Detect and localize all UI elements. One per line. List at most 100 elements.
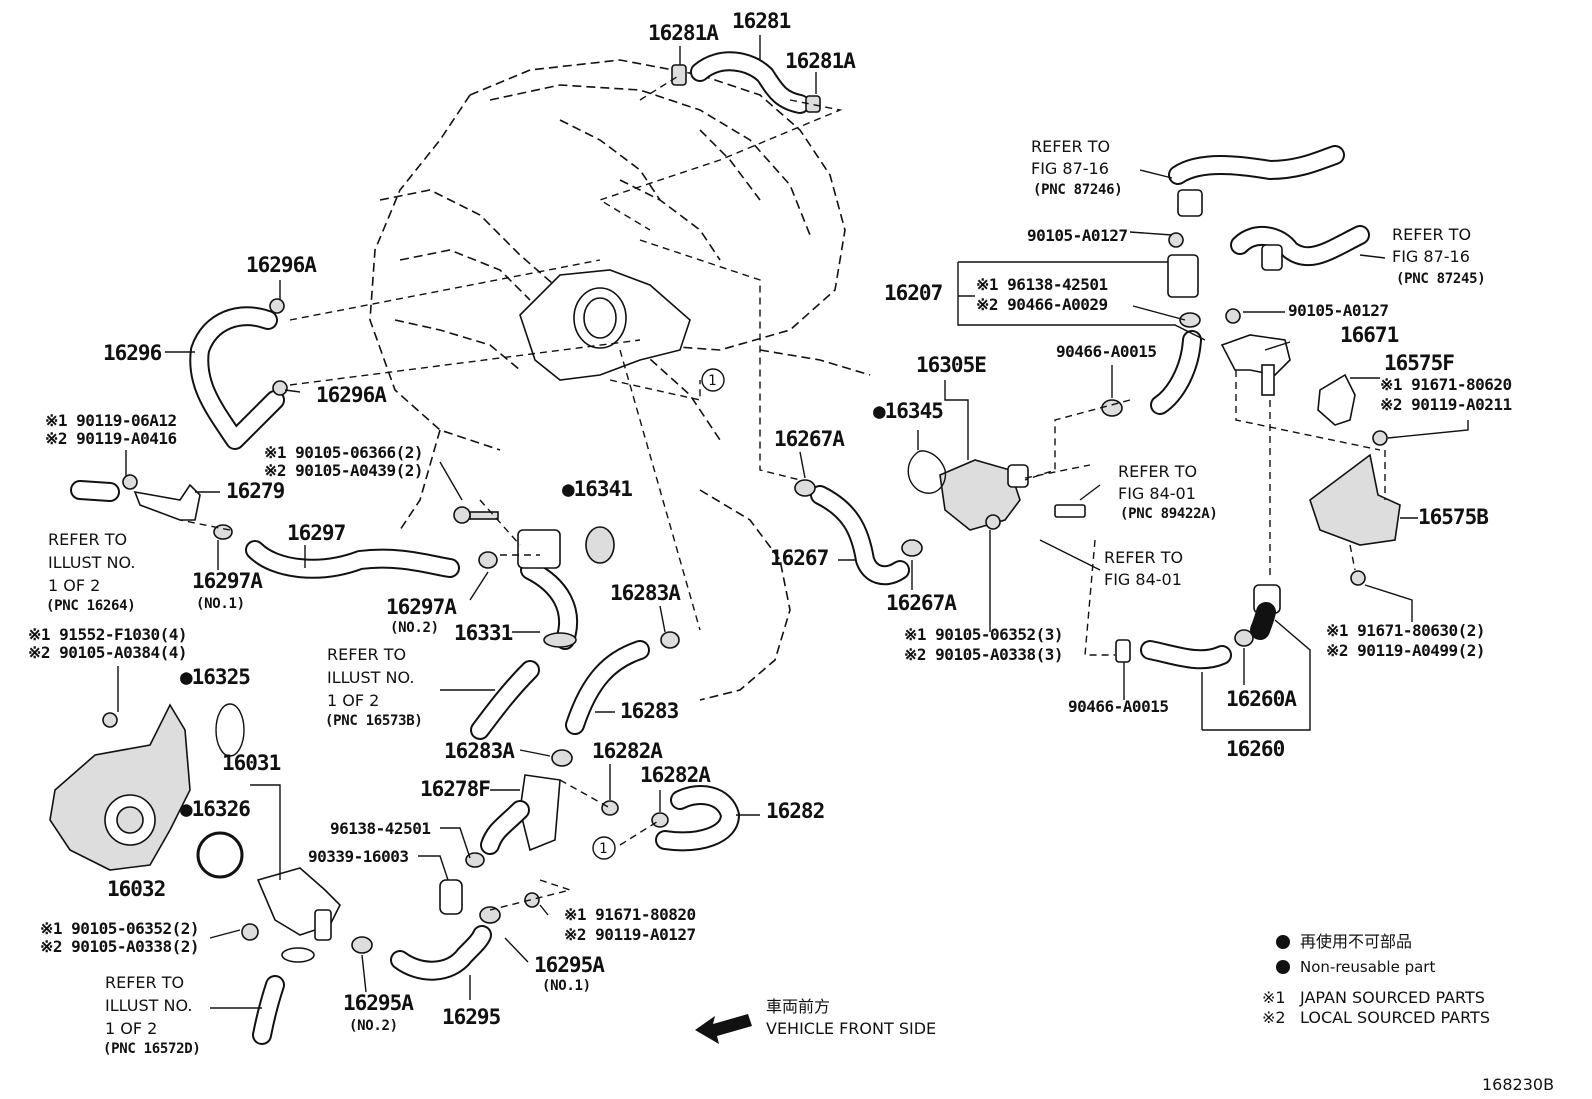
- part-label-16331: 16331: [454, 621, 513, 645]
- legend-mark1: ※1: [1262, 988, 1286, 1007]
- bracket-16278F: [480, 749, 573, 855]
- part-label-r1_9010506352b: ※1 90105-06352(2): [40, 919, 199, 938]
- bracket-16575F: [1317, 373, 1388, 446]
- part-label-16279: 16279: [226, 479, 285, 503]
- part-label-refer87b2: FIG 87-16: [1392, 247, 1470, 266]
- part-label-16207: 16207: [884, 281, 943, 305]
- part-label-16296a_a: 16296A: [246, 253, 317, 277]
- circle-ref-1-top: 1: [701, 368, 725, 392]
- part-label-16326: ●16326: [180, 797, 250, 821]
- legend-mark1-text: JAPAN SOURCED PARTS: [1299, 988, 1485, 1007]
- part-label-r2_90119_a0499: ※2 90119-A0499(2): [1326, 641, 1485, 660]
- part-label-16267a_a: 16267A: [774, 427, 845, 451]
- hose-16281: [671, 51, 821, 114]
- part-label-r2_90105a0338b: ※2 90105-A0338(2): [40, 937, 199, 956]
- part-label-refer84b2: FIG 84-01: [1104, 570, 1182, 589]
- part-label-96138_l: 96138-42501: [330, 819, 430, 838]
- water-outlet-16305E: [907, 450, 1086, 531]
- engine-outline: [369, 59, 871, 701]
- part-label-90105a0127a: 90105-A0127: [1027, 226, 1127, 245]
- part-label-16283a_b: 16283A: [444, 739, 515, 763]
- hose-16295: [351, 892, 540, 981]
- part-label-r2_90105a0384: ※2 90105-A0384(4): [28, 643, 187, 662]
- part-label-16032: 16032: [107, 877, 165, 901]
- hose-16296: [189, 298, 288, 450]
- vehicle-front-arrow: 車両前方 VEHICLE FRONT SIDE: [695, 997, 936, 1044]
- figure-id: 168230B: [1482, 1075, 1554, 1094]
- nonreuse-dot-icon: [1276, 935, 1290, 949]
- part-label-16295a_2: 16295A: [343, 991, 414, 1015]
- part-label-16325: ●16325: [180, 665, 250, 689]
- part-label-r1_9010506352: ※1 90105-06352(3): [904, 625, 1063, 644]
- hose-87246: [1168, 145, 1345, 248]
- part-label-16671: 16671: [1340, 323, 1399, 347]
- part-label-r1_91: ※1 90119-06A12: [45, 411, 177, 430]
- part-label-refill6: ILLUST NO.: [327, 668, 414, 687]
- part-label-16296: 16296: [103, 341, 162, 365]
- part-label-refer84a2: FIG 84-01: [1118, 484, 1196, 503]
- part-label-r1_91671_80820: ※1 91671-80820: [564, 905, 696, 924]
- part-label-refer87b1: REFER TO: [1392, 225, 1471, 244]
- part-label-90466a0015b: 90466-A0015: [1068, 697, 1168, 716]
- gaskets: [196, 703, 245, 879]
- part-label-no1b: (NO.1): [542, 978, 591, 994]
- part-label-r2_90119_a0127: ※2 90119-A0127: [564, 925, 696, 944]
- front-label-ja: 車両前方: [766, 997, 830, 1016]
- part-label-16283: 16283: [620, 699, 679, 723]
- part-label-16260: 16260: [1226, 737, 1285, 761]
- part-label-refer87b3: (PNC 87245): [1396, 271, 1485, 287]
- part-label-16031: 16031: [222, 751, 281, 775]
- part-label-90466a0015a: 90466-A0015: [1056, 342, 1156, 361]
- part-label-r1_91671_80630: ※1 91671-80630(2): [1326, 621, 1485, 640]
- part-label-16281a_b: 16281A: [785, 49, 856, 73]
- hose-16207: [1101, 254, 1202, 417]
- circle-ref-1-bottom: 1: [592, 836, 616, 860]
- part-90339: [439, 852, 485, 915]
- part-label-refill10: ILLUST NO.: [105, 996, 192, 1015]
- part-label-16295a_1: 16295A: [534, 953, 605, 977]
- part-label-refill1: REFER TO: [48, 530, 127, 549]
- part-label-r1_91552: ※1 91552-F1030(4): [28, 625, 187, 644]
- bracket-16279: [70, 474, 233, 540]
- part-label-16297a_1: 16297A: [192, 569, 263, 593]
- bracket-16575B: [1309, 453, 1401, 586]
- part-label-refer84a3: (PNC 89422A): [1120, 506, 1218, 522]
- part-label-16575b: 16575B: [1418, 505, 1488, 529]
- part-label-16282a_a: 16282A: [592, 739, 663, 763]
- circle-ref-text: 1: [599, 841, 607, 857]
- sensor-16671: [1220, 308, 1291, 396]
- leader-lines: [117, 35, 1469, 1009]
- part-label-r2_90105a0439: ※2 90105-A0439(2): [264, 461, 423, 480]
- legend-mark2-text: LOCAL SOURCED PARTS: [1300, 1008, 1490, 1027]
- part-label-16267a_b: 16267A: [886, 591, 957, 615]
- part-label-refill5: REFER TO: [327, 645, 406, 664]
- part-label-16295: 16295: [442, 1005, 501, 1029]
- part-label-16282a_b: 16282A: [640, 763, 711, 787]
- hose-87245: [1230, 225, 1370, 271]
- part-label-refill9: REFER TO: [105, 973, 184, 992]
- part-label-r2_90119_a0211: ※2 90119-A0211: [1380, 395, 1512, 414]
- part-label-refer84a1: REFER TO: [1118, 462, 1197, 481]
- part-label-16278f: 16278F: [420, 777, 490, 801]
- hose-16282: [601, 785, 740, 852]
- part-label-16283a_a: 16283A: [610, 581, 681, 605]
- part-label-16267: 16267: [770, 546, 829, 570]
- part-label-r1_9010506366: ※1 90105-06366(2): [264, 443, 423, 462]
- part-label-90105a0127b: 90105-A0127: [1288, 301, 1388, 320]
- front-arrow-icon: [695, 1014, 752, 1044]
- part-label-no1a: (NO.1): [196, 596, 245, 612]
- part-label-16281a_a: 16281A: [648, 21, 719, 45]
- part-label-r2_90105a0338: ※2 90105-A0338(3): [904, 645, 1063, 664]
- part-label-refill8: (PNC 16573B): [325, 713, 423, 729]
- part-label-16305e: 16305E: [916, 353, 986, 377]
- circle-ref-text: 1: [708, 373, 716, 389]
- part-label-no2a: (NO.2): [390, 620, 439, 636]
- hose-16267: [794, 479, 923, 586]
- hose-16331: [517, 526, 615, 650]
- part-label-refill4: (PNC 16264): [46, 598, 135, 614]
- part-label-refer87a3: (PNC 87246): [1033, 182, 1122, 198]
- part-label-refer87a2: FIG 87-16: [1031, 159, 1109, 178]
- hose-16260: [1115, 584, 1281, 670]
- part-label-r2_91: ※2 90119-A0416: [45, 429, 177, 448]
